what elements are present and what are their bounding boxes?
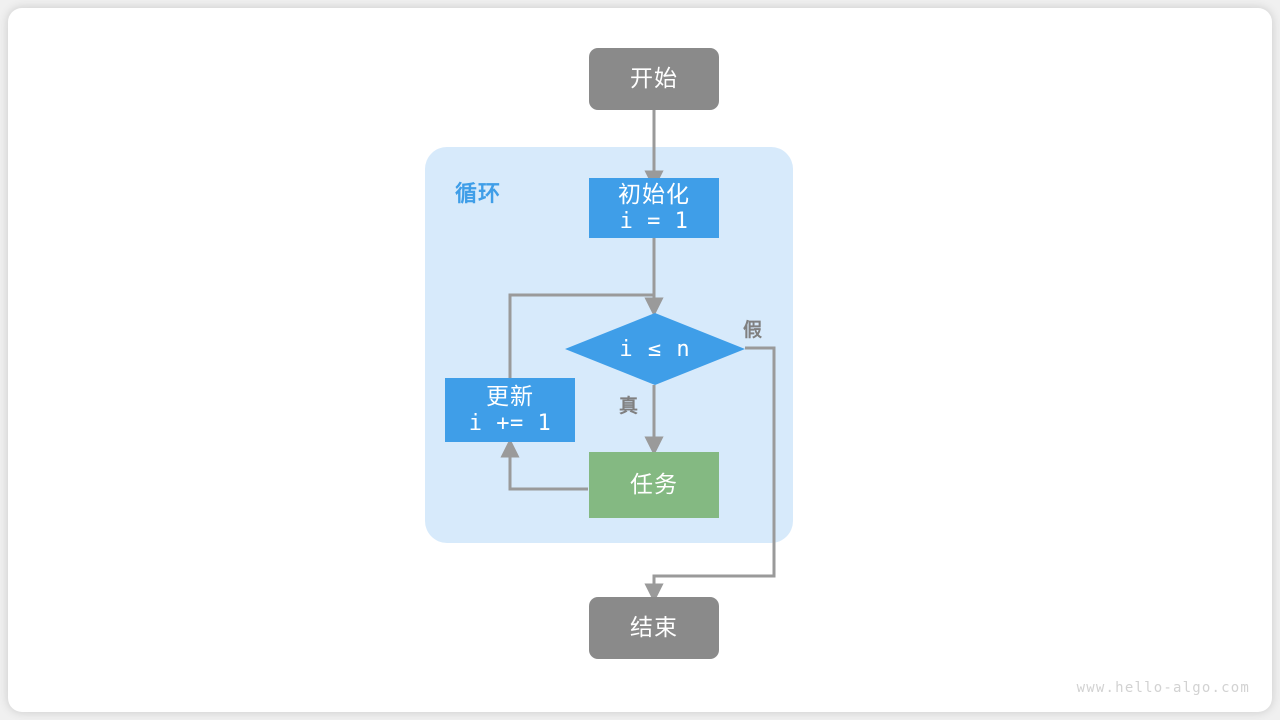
node-start-label: 开始 [630, 65, 678, 92]
node-condition-label: i ≤ n [619, 336, 691, 362]
node-update-code: i += 1 [468, 410, 552, 436]
node-init[interactable]: 初始化 i = 1 [589, 178, 719, 238]
node-task-label: 任务 [630, 471, 678, 498]
node-init-label: 初始化 [618, 181, 690, 208]
node-end-label: 结束 [630, 614, 678, 641]
node-start[interactable]: 开始 [589, 48, 719, 110]
edge-label-false: 假 [743, 320, 764, 341]
node-update[interactable]: 更新 i += 1 [445, 378, 575, 442]
decision-diamond-shape [565, 313, 745, 385]
diagram-card: 循环 [8, 8, 1272, 712]
node-task[interactable]: 任务 [589, 452, 719, 518]
node-condition[interactable]: i ≤ n [565, 313, 745, 385]
edge-label-true: 真 [619, 396, 640, 417]
node-update-label: 更新 [486, 383, 534, 410]
node-end[interactable]: 结束 [589, 597, 719, 659]
loop-group-label: 循环 [455, 181, 502, 206]
flowchart-canvas: 循环 [8, 8, 1272, 712]
node-init-code: i = 1 [619, 208, 689, 234]
watermark: www.hello-algo.com [1076, 680, 1250, 696]
